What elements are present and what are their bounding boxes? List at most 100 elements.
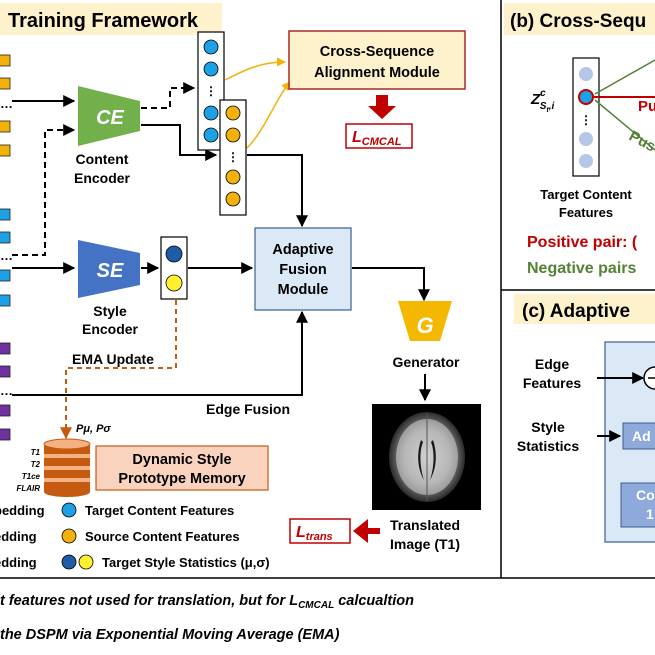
legend-row2-left: edding [0, 529, 37, 544]
p-params-label: Pμ, Pσ [76, 423, 111, 435]
arrow-afm-to-generator [352, 267, 430, 302]
csam-label-1: Cross-Sequence [320, 44, 434, 60]
afm-label-3: Module [278, 282, 329, 298]
push-line-2 [594, 99, 655, 151]
panel-c-title: (c) Adaptive [522, 301, 630, 322]
ce-label-1: Content [76, 151, 129, 167]
footnote-1: t features not used for translation, but… [0, 593, 414, 611]
panel-b-feature-dot [579, 132, 593, 146]
afm-box [254, 227, 352, 311]
se-label-1: Style [93, 303, 127, 319]
dspm-label-2: Prototype Memory [118, 471, 245, 487]
legend-source-content: Source Content Features [85, 529, 240, 544]
generator-label: Generator [393, 354, 460, 370]
panel-b-target-label-2: Features [559, 205, 613, 220]
edge-embedding-column: … [0, 342, 13, 441]
se-label-2: Encoder [82, 321, 139, 337]
legend-row3-left: edding [0, 555, 37, 570]
conv-box [620, 482, 655, 528]
legend-target-content: Target Content Features [85, 503, 234, 518]
loss-cmcal: LCMCAL [352, 129, 402, 148]
svg-text:⋮: ⋮ [580, 113, 592, 127]
arrow-target-to-ce-dashed [12, 124, 76, 256]
loss-cmcal-box [345, 123, 413, 149]
ce-label-2: Encoder [74, 170, 131, 186]
generator-icon-label: G [416, 313, 433, 338]
adain-label: Ad [632, 428, 651, 444]
panel-a-title: Training Framework [8, 10, 199, 32]
dspm-label-1: Dynamic Style [132, 452, 231, 468]
content-encoder-block [78, 86, 140, 146]
csam-to-loss-arrow [368, 95, 396, 119]
legend-row1-left: bedding [0, 503, 45, 518]
panel-c-title-bg [514, 294, 655, 324]
ce-icon-label: CE [96, 107, 124, 129]
arrow-ce-to-source-features [141, 124, 218, 161]
svg-text:…: … [0, 383, 13, 398]
adain-box [622, 422, 655, 450]
seq-flair: FLAIR [16, 484, 40, 493]
conv-label-1: Co [636, 487, 655, 503]
loss-trans: Ltrans [296, 524, 333, 543]
panel-b-feature-dot [579, 154, 593, 168]
pull-label: Pu [638, 98, 655, 115]
source-embedding-column: … [0, 54, 13, 157]
se-icon-label: SE [97, 260, 124, 282]
svg-text:⋮: ⋮ [205, 84, 217, 98]
afm-label-1: Adaptive [272, 242, 333, 258]
legend-target-style: Target Style Statistics (μ,σ) [102, 555, 270, 570]
edge-features-label-1: Edge [535, 356, 569, 372]
negative-pairs-label: Negative pairs [527, 260, 636, 277]
loss-trans-box [289, 518, 351, 544]
image-to-loss-arrow [353, 519, 380, 543]
positive-pair-label: Positive pair: ( [527, 234, 638, 251]
panel-b-title: (b) Cross-Sequ [510, 11, 646, 32]
arrow-ce-to-target-features [141, 82, 196, 109]
seq-t1: T1 [31, 448, 41, 457]
style-statistics-label-2: Statistics [517, 438, 579, 454]
svg-text:…: … [0, 96, 13, 111]
csam-box [288, 30, 466, 90]
yellow-link-source [246, 81, 291, 149]
panel-a: Training Framework … … … [0, 3, 481, 570]
push-line-1 [594, 59, 655, 95]
conv-label-2: 1 [646, 506, 654, 522]
seq-t1ce: T1ce [22, 472, 41, 481]
dspm-memory-stack [43, 438, 91, 497]
panel-b-feature-dot [579, 67, 593, 81]
csam-label-2: Alignment Module [314, 65, 440, 81]
legend-style-mu-icon [61, 554, 77, 570]
edge-features-label-2: Features [523, 375, 582, 391]
svg-text:…: … [0, 248, 13, 263]
panel-a-title-bg [0, 3, 222, 35]
afm-label-2: Fusion [279, 262, 327, 278]
translated-image [372, 404, 481, 510]
yellow-link-target [224, 57, 286, 81]
seq-t2: T2 [31, 460, 41, 469]
legend-style-sigma-icon [78, 554, 94, 570]
legend: bedding Target Content Features edding S… [0, 502, 270, 570]
panel-b-target-label-1: Target Content [540, 187, 632, 202]
legend-target-content-icon [61, 502, 77, 518]
footnote-2: the DSPM via Exponential Moving Average … [0, 627, 340, 643]
ema-update-label: EMA Update [72, 351, 154, 367]
panel-b-title-bg [504, 3, 655, 35]
arrow-edge-to-afm [12, 310, 308, 396]
target-embedding-column: … [0, 208, 13, 307]
translated-label-2: Image (T1) [390, 536, 460, 552]
style-encoder-block [78, 240, 140, 298]
edge-fusion-label: Edge Fusion [206, 401, 290, 417]
panel-b-anchor-dot [578, 89, 594, 105]
panel-c: (c) Adaptive Edge Features Style Statist… [514, 294, 655, 543]
translated-label-1: Translated [390, 517, 460, 533]
svg-text:⋮: ⋮ [227, 150, 239, 164]
style-statistics-label-1: Style [531, 419, 565, 435]
arrow-source-features-to-afm [247, 154, 308, 228]
push-label: Pus [626, 128, 655, 156]
dspm-box [95, 445, 269, 491]
legend-source-content-icon [61, 528, 77, 544]
generator-block [398, 301, 452, 341]
